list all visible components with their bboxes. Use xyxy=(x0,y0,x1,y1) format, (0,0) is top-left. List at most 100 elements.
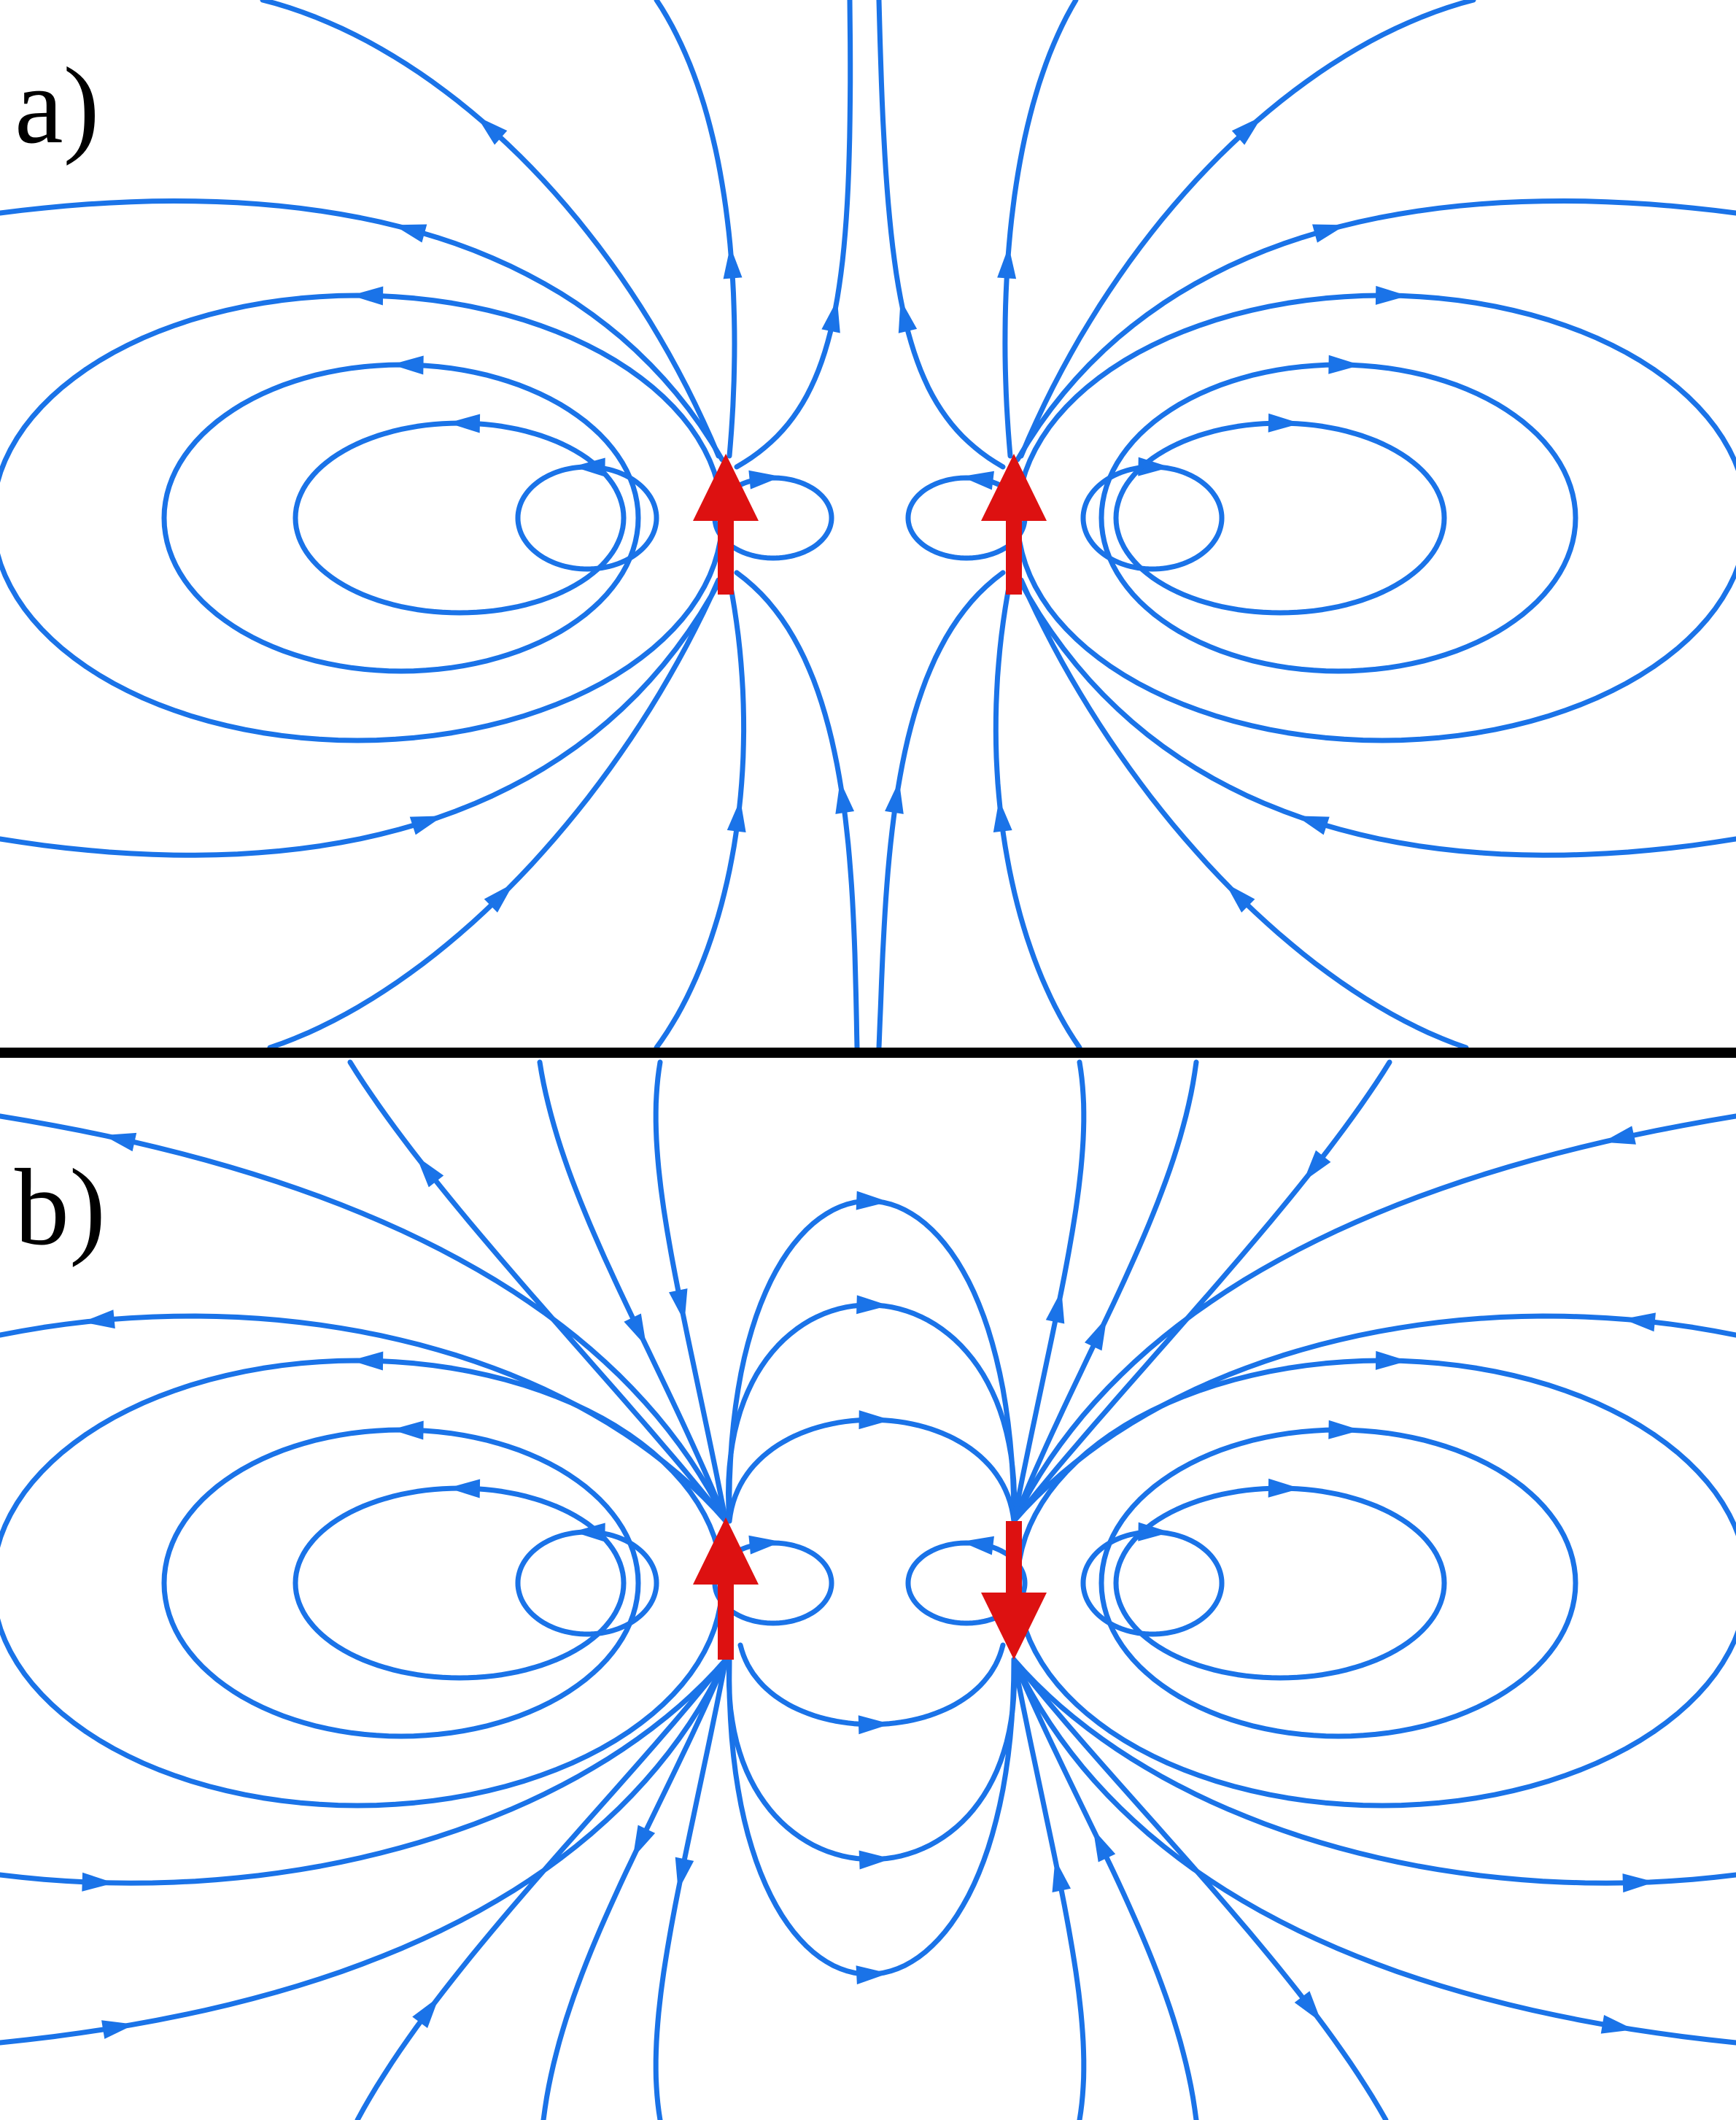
field-direction-arrowhead xyxy=(856,1965,889,1985)
panel-a-label: a) xyxy=(15,45,100,166)
field-line xyxy=(1015,573,1736,858)
panel-a-magnetic-moments xyxy=(693,454,1047,595)
field-direction-arrowhead xyxy=(1328,1420,1361,1439)
panel-b-antiparallel-dipoles: b) xyxy=(0,1059,1736,2120)
field-direction-arrowhead xyxy=(1375,1350,1408,1370)
field-direction-arrowhead xyxy=(1295,816,1330,835)
field-direction-arrowhead xyxy=(748,1535,782,1555)
field-line xyxy=(734,570,860,1051)
field-direction-arrowhead xyxy=(632,1825,656,1858)
field-line xyxy=(726,1302,1018,1524)
field-line xyxy=(1080,1529,1225,1637)
field-line xyxy=(0,1657,729,2046)
field-direction-arrowhead xyxy=(1268,413,1301,433)
field-line xyxy=(0,1313,729,1524)
field-line xyxy=(1011,1657,1736,1886)
field-direction-arrowhead xyxy=(821,299,840,333)
field-direction-arrowhead xyxy=(1328,355,1361,374)
field-line xyxy=(1011,1657,1389,2120)
field-line xyxy=(1011,1059,1199,1524)
field-direction-arrowhead xyxy=(1045,1290,1065,1324)
field-line xyxy=(537,1059,729,1524)
field-line xyxy=(292,420,627,616)
field-direction-arrowhead xyxy=(668,1288,688,1322)
field-direction-arrowhead xyxy=(1622,1312,1656,1332)
field-line xyxy=(1015,198,1736,463)
field-line xyxy=(1098,362,1578,674)
field-direction-arrowhead xyxy=(1093,1829,1116,1862)
field-line xyxy=(654,577,747,1051)
field-line xyxy=(0,1657,729,1886)
field-direction-arrowhead xyxy=(748,470,782,490)
field-direction-arrowhead xyxy=(103,1132,137,1152)
field-line xyxy=(734,0,853,470)
field-line xyxy=(1011,1657,1087,2120)
field-direction-arrowhead xyxy=(898,299,918,333)
field-line xyxy=(292,1485,627,1681)
field-direction-arrowhead xyxy=(885,781,904,814)
field-direction-arrowhead xyxy=(1303,1150,1331,1182)
field-line xyxy=(0,1358,725,1808)
field-line xyxy=(653,1657,729,2120)
field-direction-arrowhead xyxy=(1052,1859,1072,1892)
field-direction-arrowhead xyxy=(1268,1478,1301,1498)
field-line xyxy=(347,1059,729,1524)
field-direction-arrowhead xyxy=(101,2020,135,2039)
field-direction-arrowhead xyxy=(1231,116,1263,145)
field-direction-arrowhead xyxy=(723,246,743,279)
field-line xyxy=(0,293,725,743)
field-direction-arrowhead xyxy=(476,116,508,145)
field-direction-arrowhead xyxy=(859,1410,891,1430)
field-line xyxy=(1018,577,1469,1051)
field-line xyxy=(1011,1657,1736,2046)
field-line xyxy=(993,577,1082,1051)
field-direction-arrowhead xyxy=(1600,2015,1635,2034)
field-line xyxy=(1015,293,1736,743)
field-line xyxy=(515,464,659,572)
panel-a-field-lines xyxy=(0,0,1736,1051)
field-line xyxy=(653,1059,729,1524)
field-line xyxy=(1011,1059,1392,1524)
magnetic-moment-down-arrow xyxy=(981,1521,1047,1660)
field-direction-arrowhead xyxy=(447,414,481,433)
field-line xyxy=(0,198,725,463)
field-direction-arrowhead xyxy=(391,1420,424,1440)
field-line xyxy=(726,1417,1017,1524)
field-direction-arrowhead xyxy=(1622,1873,1655,1893)
field-line xyxy=(876,570,1006,1051)
field-direction-arrowhead xyxy=(993,799,1012,832)
field-direction-arrowhead xyxy=(412,1997,439,2029)
field-line xyxy=(354,1657,729,2120)
field-line xyxy=(0,1113,729,1524)
field-line xyxy=(726,1657,1018,1862)
field-direction-arrowhead xyxy=(409,816,443,835)
field-line xyxy=(1018,0,1476,459)
field-direction-arrowhead xyxy=(726,799,746,833)
field-direction-arrowhead xyxy=(1225,883,1255,913)
field-direction-arrowhead xyxy=(997,246,1017,279)
panel-b-label: b) xyxy=(15,1147,106,1268)
field-line xyxy=(1080,464,1225,572)
field-direction-arrowhead xyxy=(859,1850,892,1870)
field-direction-arrowhead xyxy=(1603,1126,1636,1145)
field-line xyxy=(1113,1485,1447,1681)
field-line xyxy=(876,0,1006,470)
field-line xyxy=(737,1642,1006,1728)
field-direction-arrowhead xyxy=(961,1536,994,1555)
field-line xyxy=(1011,1657,1199,2120)
field-direction-arrowhead xyxy=(961,471,994,490)
magnetic-moment-up-arrow xyxy=(693,454,759,595)
field-direction-arrowhead xyxy=(351,286,384,306)
field-direction-arrowhead xyxy=(835,781,855,814)
field-direction-arrowhead xyxy=(675,1857,694,1891)
field-line xyxy=(161,362,641,674)
field-direction-arrowhead xyxy=(484,883,514,913)
field-direction-arrowhead xyxy=(858,1715,891,1735)
panel-a-parallel-dipoles: a) xyxy=(0,0,1736,1051)
field-direction-arrowhead xyxy=(393,224,427,243)
field-direction-arrowhead xyxy=(1312,224,1346,243)
field-direction-arrowhead xyxy=(1084,1317,1107,1351)
field-line xyxy=(540,1657,729,2120)
field-direction-arrowhead xyxy=(624,1313,647,1347)
